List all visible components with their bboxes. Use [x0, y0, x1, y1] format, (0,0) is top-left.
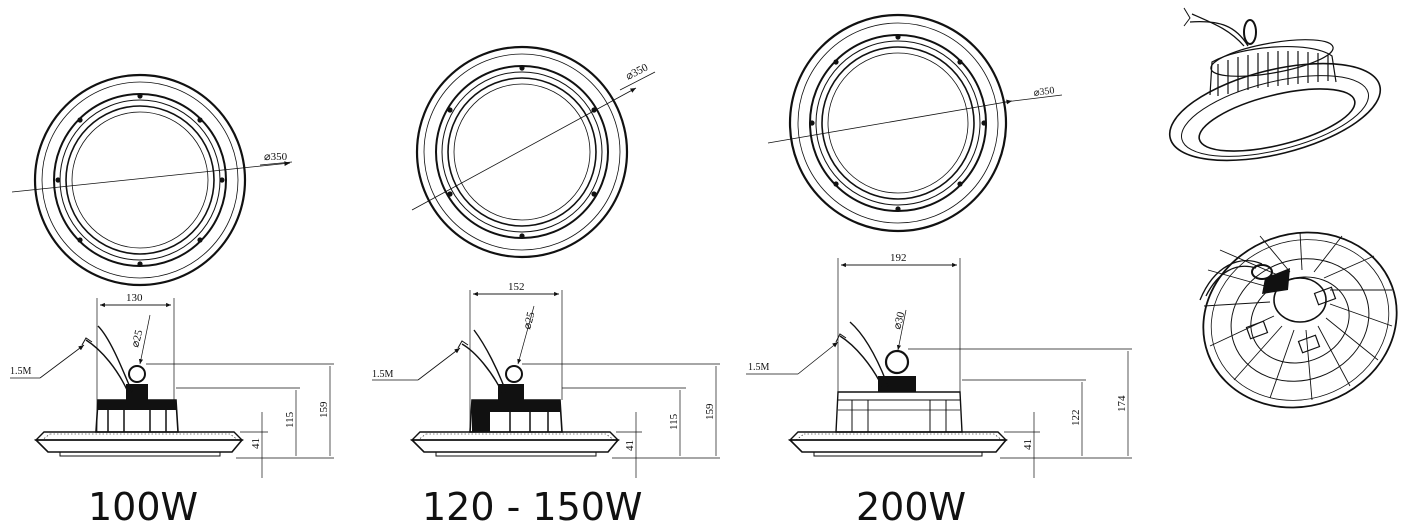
- body-height-label-120-150w: 115: [668, 413, 680, 430]
- side-view-100w: 1.5M 130 ⌀25 41 115 159: [10, 292, 334, 478]
- body-height-label-100w: 115: [284, 411, 296, 428]
- cable-length-label-120-150w: 1.5M: [372, 369, 394, 380]
- top-view-200w: ⌀350: [767, 13, 1063, 233]
- caption-200w: 200W: [856, 485, 966, 528]
- caption-120-150w: 120 - 150W: [422, 485, 643, 528]
- cable-length-label-100w: 1.5M: [10, 366, 32, 377]
- base-height-label-200w: 41: [1022, 439, 1034, 450]
- side-view-200w: 1.5M 192 ⌀30 41 122 174: [746, 252, 1132, 478]
- diameter-label-120-150w: ⌀350: [624, 61, 650, 82]
- perspective-view-bottom: [1199, 231, 1398, 409]
- hook-diameter-label-120-150w: ⌀25: [521, 310, 537, 331]
- total-height-label-100w: 159: [318, 401, 330, 418]
- base-height-label-100w: 41: [250, 438, 262, 449]
- caption-100w: 100W: [88, 485, 198, 528]
- width-label-100w: 130: [126, 292, 143, 304]
- side-view-120-150w: 1.5M 152 ⌀25 41 115 159: [372, 281, 720, 478]
- diameter-label-100w: ⌀350: [264, 151, 288, 163]
- body-height-label-200w: 122: [1070, 410, 1082, 427]
- base-height-label-120-150w: 41: [624, 440, 636, 451]
- total-height-label-120-150w: 159: [704, 403, 716, 420]
- width-label-120-150w: 152: [508, 281, 525, 293]
- width-label-200w: 192: [890, 252, 907, 264]
- diameter-label-200w: ⌀350: [1033, 85, 1055, 99]
- perspective-view-top: [1168, 7, 1382, 162]
- top-view-100w: ⌀350: [11, 73, 293, 287]
- cable-length-label-200w: 1.5M: [748, 362, 770, 373]
- total-height-label-200w: 174: [1116, 395, 1128, 412]
- hook-diameter-label-100w: ⌀25: [129, 328, 145, 349]
- top-view-120-150w: ⌀350: [411, 45, 656, 259]
- hook-diameter-label-200w: ⌀30: [891, 310, 907, 331]
